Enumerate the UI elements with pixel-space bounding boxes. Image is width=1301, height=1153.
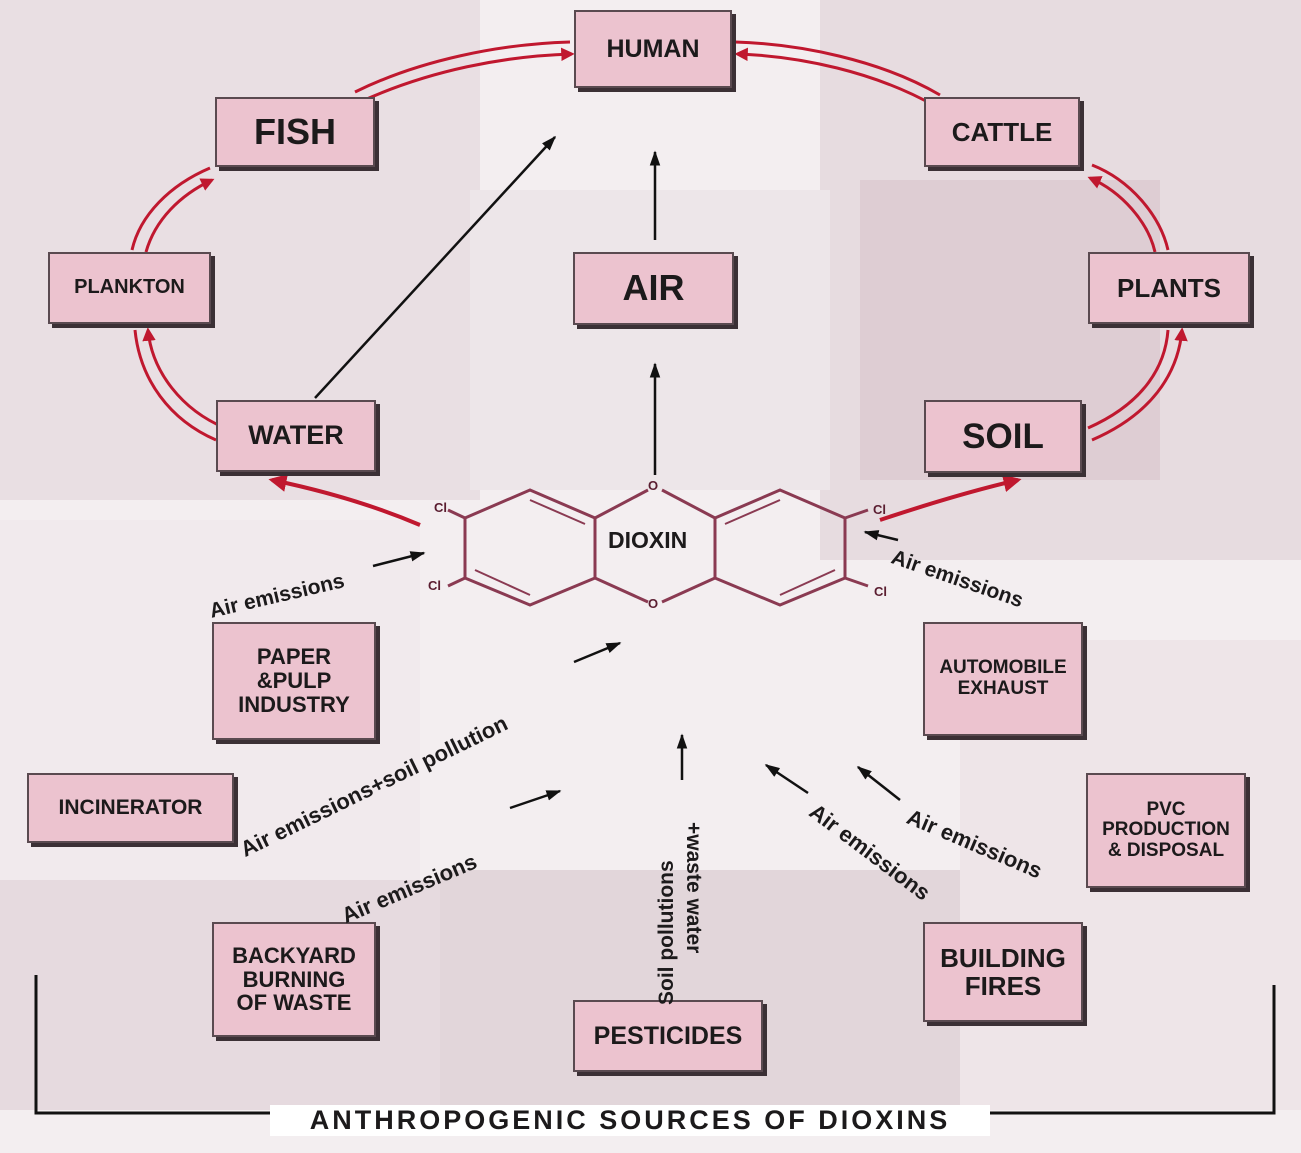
dioxin-label: DIOXIN — [608, 527, 687, 554]
node-human: HUMAN — [574, 10, 732, 88]
node-plankton: PLANKTON — [48, 252, 211, 324]
node-air: AIR — [573, 252, 734, 325]
paper-air-emission-arrow — [373, 553, 424, 566]
incinerator-emission-arrow — [574, 643, 620, 662]
source-pvc-production: PVC PRODUCTION & DISPOSAL — [1086, 773, 1246, 888]
pathway-label-pesticides-2: +waste water — [681, 822, 705, 953]
oxygen-label-bottom: O — [648, 596, 658, 611]
left-benzene-ring — [465, 490, 595, 605]
right-benzene-ring — [715, 490, 845, 605]
chlorine-label-bottom-right: Cl — [874, 584, 887, 599]
node-soil: SOIL — [924, 400, 1082, 473]
building-emission-arrow — [766, 765, 808, 793]
source-paper-pulp-industry: PAPER &PULP INDUSTRY — [212, 622, 376, 740]
node-water: WATER — [216, 400, 376, 472]
source-backyard-burning: BACKYARD BURNING OF WASTE — [212, 922, 376, 1037]
chlorine-label-bottom-left: Cl — [428, 578, 441, 593]
dioxin-to-water-arrow — [272, 480, 420, 525]
node-plants: PLANTS — [1088, 252, 1250, 324]
diagram-title: ANTHROPOGENIC SOURCES OF DIOXINS — [270, 1105, 990, 1136]
automobile-air-emission-arrow — [865, 532, 898, 540]
dioxin-to-soil-arrow — [880, 480, 1018, 520]
pvc-emission-arrow — [858, 767, 900, 800]
soil-to-plants-arrow — [1088, 330, 1168, 428]
water-to-human-arrow — [315, 137, 555, 398]
source-incinerator: INCINERATOR — [27, 773, 234, 843]
source-automobile-exhaust: AUTOMOBILE EXHAUST — [923, 622, 1083, 736]
node-cattle: CATTLE — [924, 97, 1080, 167]
chlorine-label-top-right: Cl — [873, 502, 886, 517]
pathway-label-pesticides-1: Soil pollutions — [655, 860, 679, 1005]
water-to-plankton-arrow — [135, 330, 216, 440]
source-building-fires: BUILDING FIRES — [923, 922, 1083, 1022]
black-arrows — [315, 137, 900, 808]
oxygen-label-top: O — [648, 478, 658, 493]
node-fish: FISH — [215, 97, 375, 167]
source-pesticides: PESTICIDES — [573, 1000, 763, 1072]
backyard-emission-arrow — [510, 791, 560, 808]
chlorine-label-top-left: Cl — [434, 500, 447, 515]
